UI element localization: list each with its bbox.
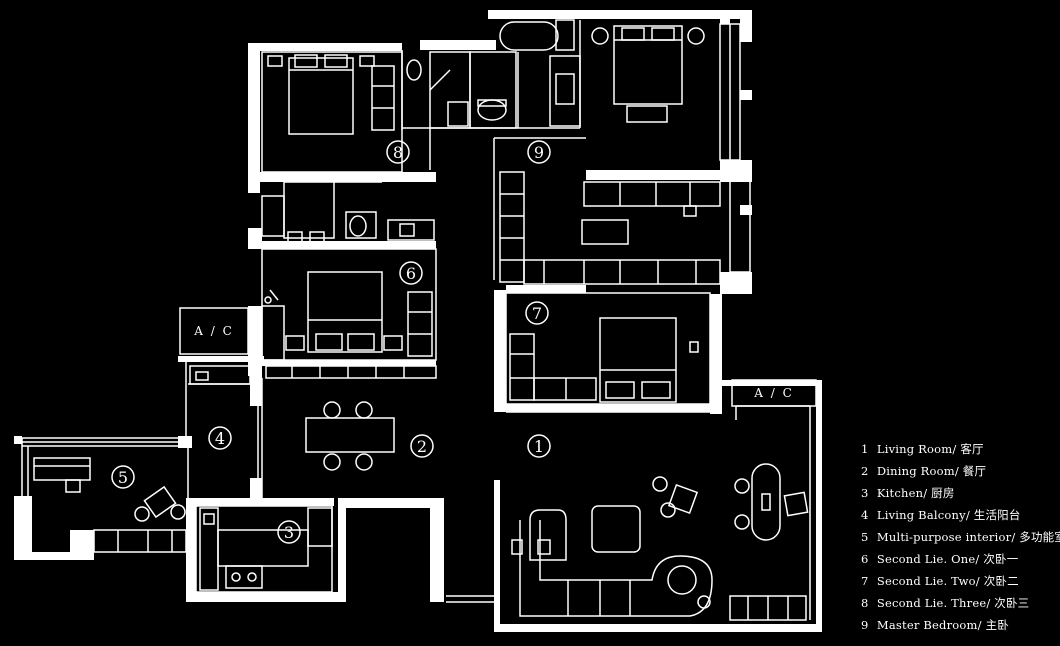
walls — [14, 10, 822, 632]
room-legend: 1 Living Room/ 客厅 2 Dining Room/ 餐厅 3 Ki… — [861, 438, 1060, 636]
legend-item: 7 Second Lie. Two/ 次卧二 — [861, 574, 1019, 588]
room-marker-8: 8 — [386, 140, 410, 164]
svg-text:4: 4 — [215, 429, 225, 448]
room-marker-6: 6 — [399, 261, 423, 285]
legend-item: 2 Dining Room/ 餐厅 — [861, 464, 987, 478]
svg-text:8: 8 — [393, 143, 403, 162]
thin-lines — [21, 19, 817, 621]
ac-label-left: A / C — [193, 324, 234, 338]
room-marker-5: 5 — [111, 465, 135, 489]
legend-item: 4 Living Balcony/ 生活阳台 — [861, 508, 1021, 522]
legend-item: 9 Master Bedroom/ 主卧 — [861, 618, 1009, 632]
room-marker-7: 7 — [525, 301, 549, 325]
legend-item: 8 Second Lie. Three/ 次卧三 — [861, 596, 1030, 610]
svg-text:9: 9 — [534, 143, 544, 162]
legend-item: 1 Living Room/ 客厅 — [861, 442, 984, 456]
legend-item: 5 Multi-purpose interior/ 多功能室 — [861, 530, 1060, 544]
svg-text:3: 3 — [284, 523, 294, 542]
svg-text:5: 5 — [118, 468, 128, 487]
svg-text:6: 6 — [406, 264, 416, 283]
svg-text:2: 2 — [417, 437, 427, 456]
room-marker-3: 3 — [277, 520, 301, 544]
svg-text:7: 7 — [532, 304, 542, 323]
legend-item: 6 Second Lie. One/ 次卧一 — [861, 552, 1019, 566]
svg-text:1: 1 — [534, 437, 544, 456]
ac-label-right: A / C — [753, 386, 794, 400]
room-marker-2: 2 — [410, 434, 434, 458]
room-marker-4: 4 — [208, 426, 232, 450]
room-marker-1: 1 — [527, 434, 551, 458]
room-markers: 1 2 3 4 5 6 7 8 9 — [111, 140, 551, 544]
legend-item: 3 Kitchen/ 厨房 — [861, 486, 955, 500]
room-marker-9: 9 — [527, 140, 551, 164]
